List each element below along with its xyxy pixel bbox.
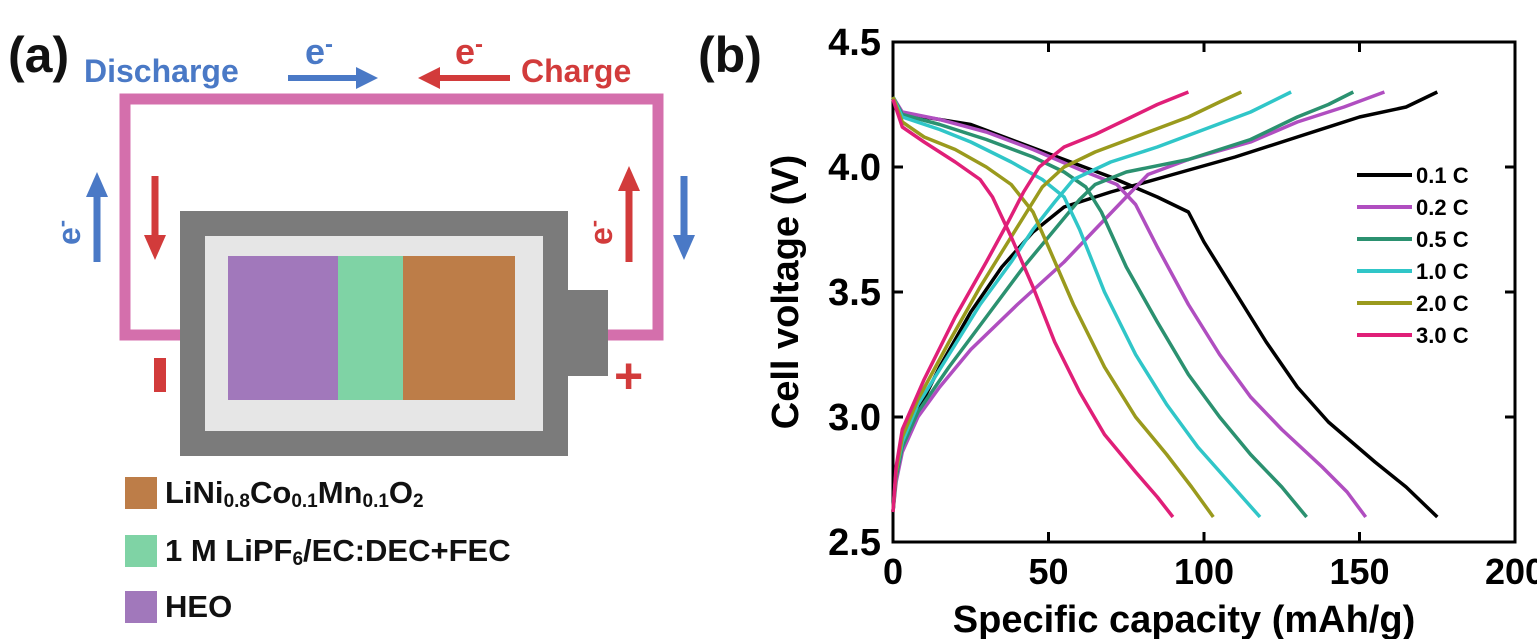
y-axis-label: Cell voltage (V) <box>765 155 807 430</box>
y-tick-label: 3.0 <box>828 397 881 439</box>
y-tick-label: 3.5 <box>828 272 881 314</box>
charge-arrow-left-icon <box>418 67 510 89</box>
x-tick-label: 50 <box>1028 551 1068 592</box>
legend-swatch-electrolyte <box>125 535 157 567</box>
y-tick-label: 4.0 <box>828 147 881 189</box>
discharge-curve-1-0-C <box>891 96 1262 519</box>
electron-top-charge: e- <box>455 31 483 72</box>
x-tick-label: 100 <box>1174 551 1234 592</box>
legend-label-0-5-C: 0.5 C <box>1416 227 1469 252</box>
charge-curve-2-0-C <box>891 90 1243 513</box>
y-tick-label: 2.5 <box>828 522 881 564</box>
x-tick-label: 0 <box>883 551 903 592</box>
electron-left-label: e- <box>49 220 87 245</box>
charge-curve-0-2-C <box>891 90 1386 513</box>
chart-legend: 0.1 C 0.2 C 0.5 C 1.0 C 2.0 C 3.0 C <box>1357 163 1469 348</box>
discharge-arrow-right-icon <box>288 67 378 89</box>
external-circuit <box>119 93 664 341</box>
cathode-block <box>403 256 515 400</box>
discharge-arrow-up-left-icon <box>86 172 108 262</box>
x-axis-label: Specific capacity (mAh/g) <box>953 599 1415 639</box>
charge-arrow-down-left-icon <box>144 176 166 260</box>
y-tick-label: 4.5 <box>828 22 881 64</box>
legend-label-0-1-C: 0.1 C <box>1416 163 1469 188</box>
legend-swatch-heo <box>125 591 157 623</box>
discharge-label: Discharge <box>84 53 239 89</box>
charge-curve-0-1-C <box>891 90 1439 513</box>
charge-curve-1-0-C <box>891 90 1292 513</box>
battery-schematic: Discharge Charge e- e- e- e- + <box>49 31 695 456</box>
heo-anode-block <box>228 256 338 400</box>
panel-b-label: (b) <box>698 27 762 83</box>
legend-swatch-cathode <box>125 477 157 509</box>
x-tick-label: 200 <box>1485 551 1537 592</box>
battery-terminal <box>568 290 608 376</box>
legend-label-cathode: LiNi0.8Co0.1Mn0.1O2 <box>165 475 424 512</box>
legend-label-1-0-C: 1.0 C <box>1416 259 1469 284</box>
discharge-curve-0-2-C <box>891 96 1368 519</box>
panel-a-label: (a) <box>8 27 70 83</box>
legend-label-heo: HEO <box>165 589 233 624</box>
negative-terminal-sign <box>154 358 166 392</box>
discharge-curve-0-5-C <box>891 96 1308 519</box>
electron-top-discharge: e- <box>305 31 333 72</box>
legend-label-electrolyte: 1 M LiPF6/EC:DEC+FEC <box>165 533 511 570</box>
discharge-curve-2-0-C <box>891 96 1215 519</box>
discharge-arrow-down-right-icon <box>673 176 695 260</box>
legend-label-3-0-C: 3.0 C <box>1416 323 1469 348</box>
charge-curve-3-0-C <box>891 90 1190 513</box>
charge-arrow-up-right-icon <box>618 166 640 262</box>
series-layer <box>891 90 1439 519</box>
charge-label: Charge <box>521 53 631 89</box>
legend-label-2-0-C: 2.0 C <box>1416 291 1469 316</box>
x-tick-label: 150 <box>1329 551 1389 592</box>
discharge-curve-3-0-C <box>891 98 1175 519</box>
positive-terminal-sign: + <box>614 348 643 404</box>
electron-right-label: e- <box>581 220 619 245</box>
electrolyte-block <box>338 256 403 400</box>
charge-curve-0-5-C <box>891 90 1355 513</box>
legend-label-0-2-C: 0.2 C <box>1416 195 1469 220</box>
